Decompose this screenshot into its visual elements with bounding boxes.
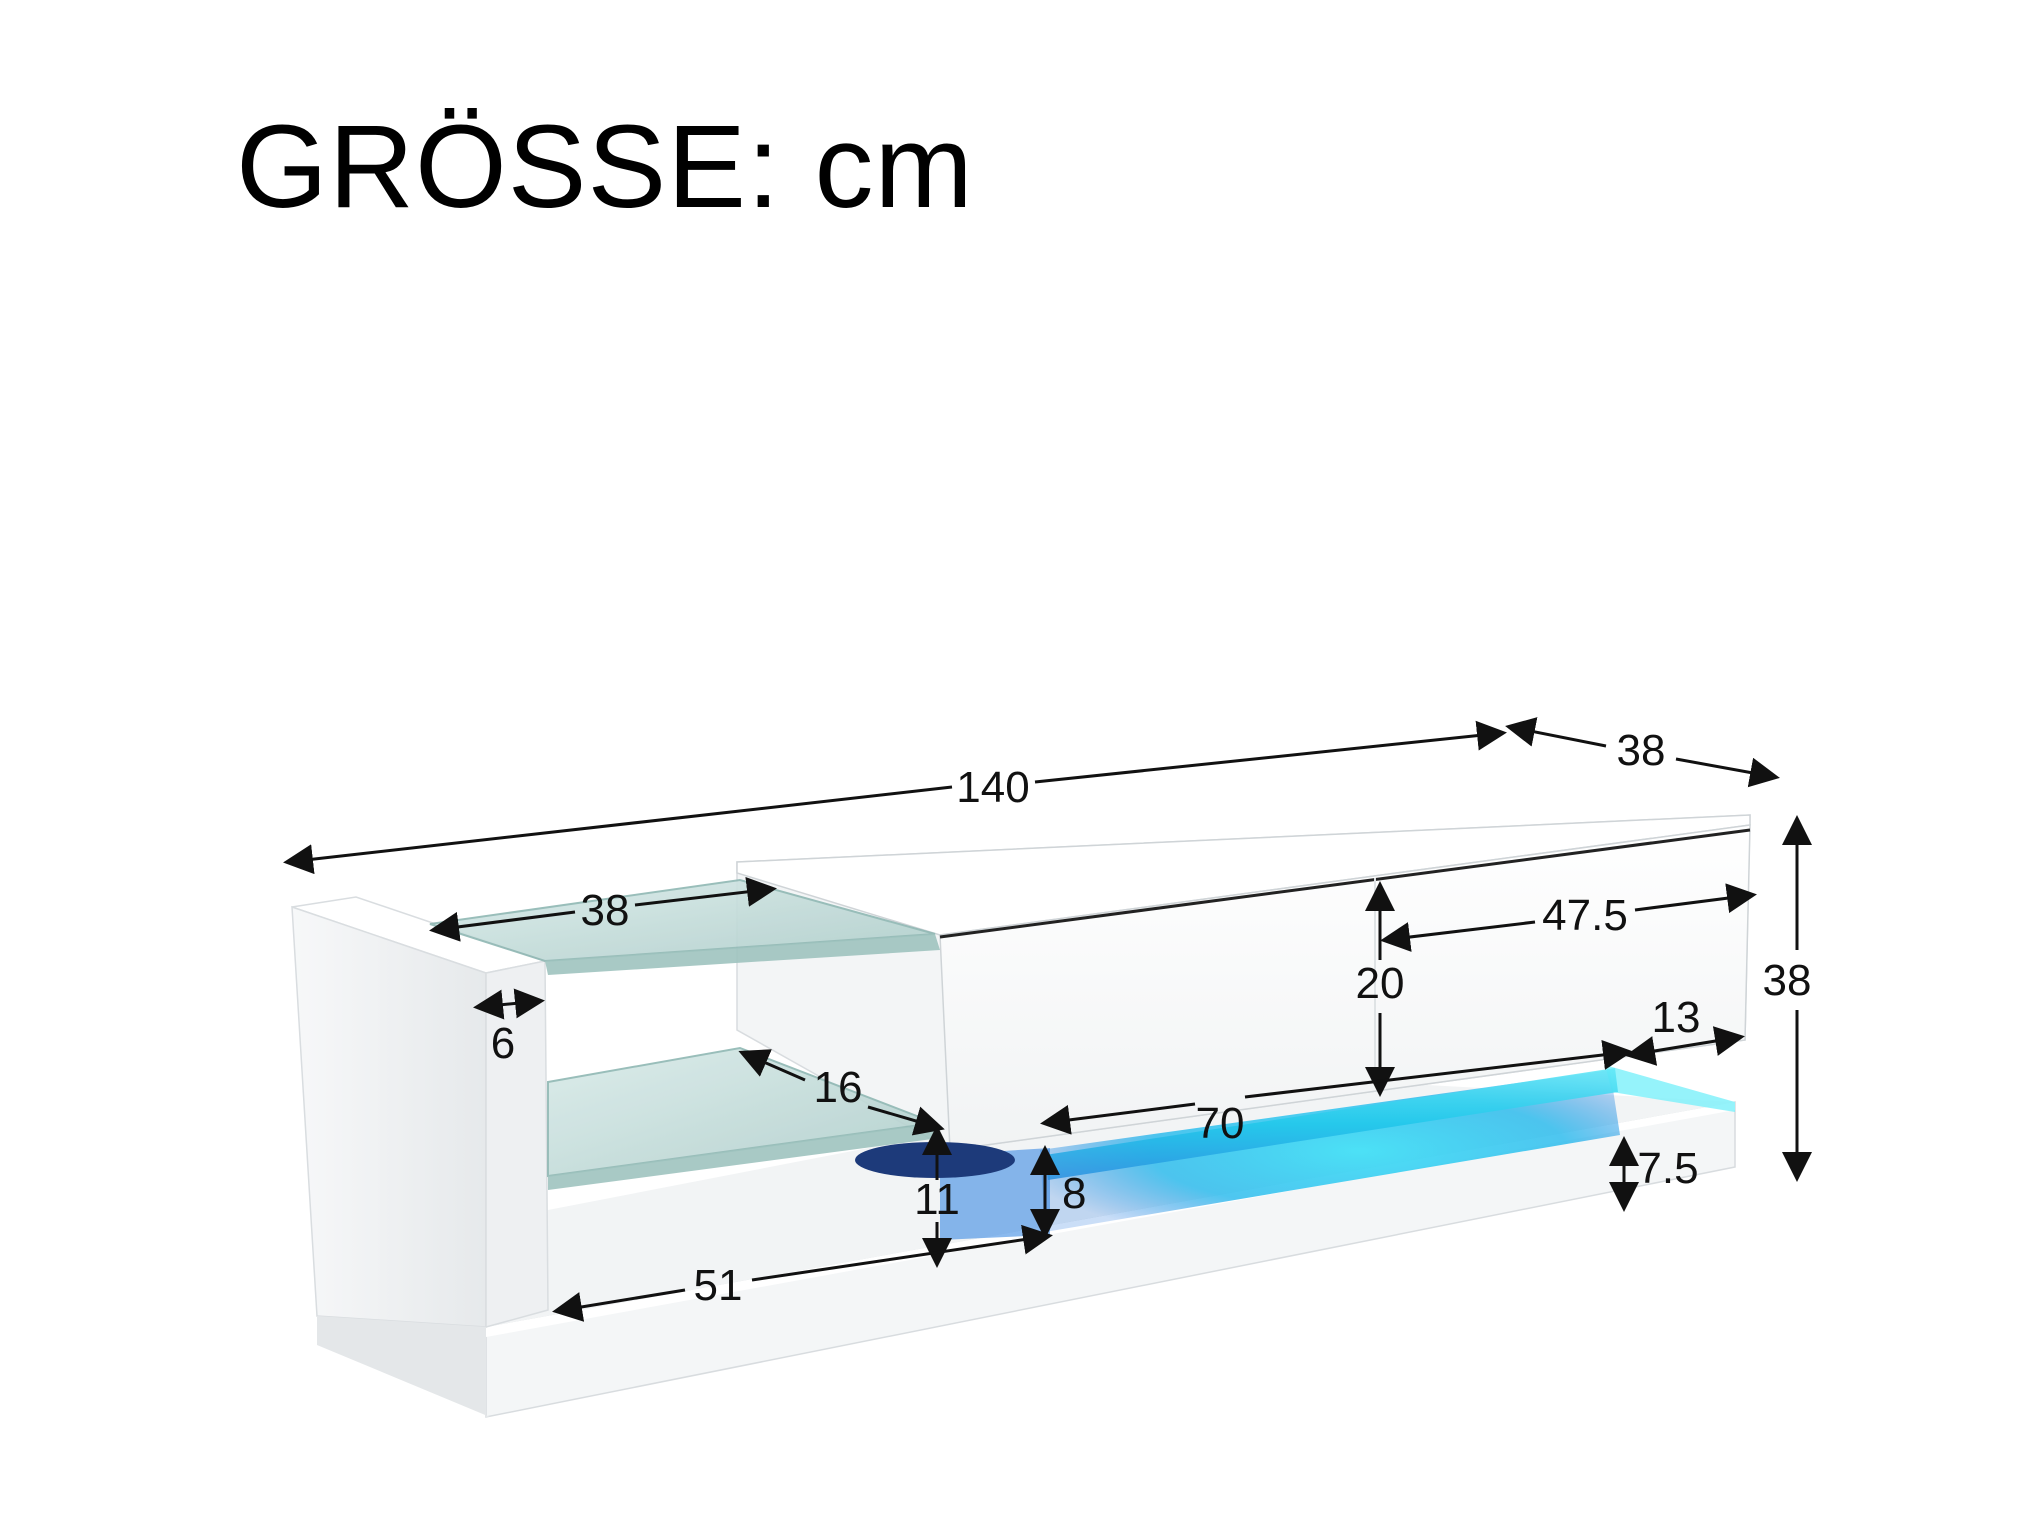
dim-depth: 38 (1617, 726, 1666, 775)
dim-drawer-height: 20 (1356, 959, 1405, 1008)
page-title: GRÖSSE: cm (236, 101, 974, 233)
glass-shelves (429, 878, 940, 1190)
dim-plinth: 7.5 (1637, 1144, 1698, 1193)
dim-side-panel: 6 (491, 1019, 515, 1068)
dim-height: 38 (1763, 956, 1812, 1005)
dim-shelf-depth: 16 (814, 1063, 863, 1112)
dimension-lines (283, 717, 1812, 1322)
dim-open-width: 51 (694, 1261, 743, 1310)
left-side-panel (291, 896, 549, 1417)
dimension-labels: 140 38 38 38 6 16 47.5 20 13 70 7.5 8 11… (491, 726, 1812, 1310)
dim-drawer-width: 47.5 (1542, 891, 1628, 940)
dim-recess: 13 (1652, 993, 1701, 1042)
dim-lower-width: 70 (1196, 1099, 1245, 1148)
dim-glass-width: 38 (581, 886, 630, 935)
dim-total-width: 140 (956, 763, 1029, 812)
dim-led-gap: 8 (1062, 1169, 1086, 1218)
dim-open-height: 11 (914, 1175, 960, 1224)
